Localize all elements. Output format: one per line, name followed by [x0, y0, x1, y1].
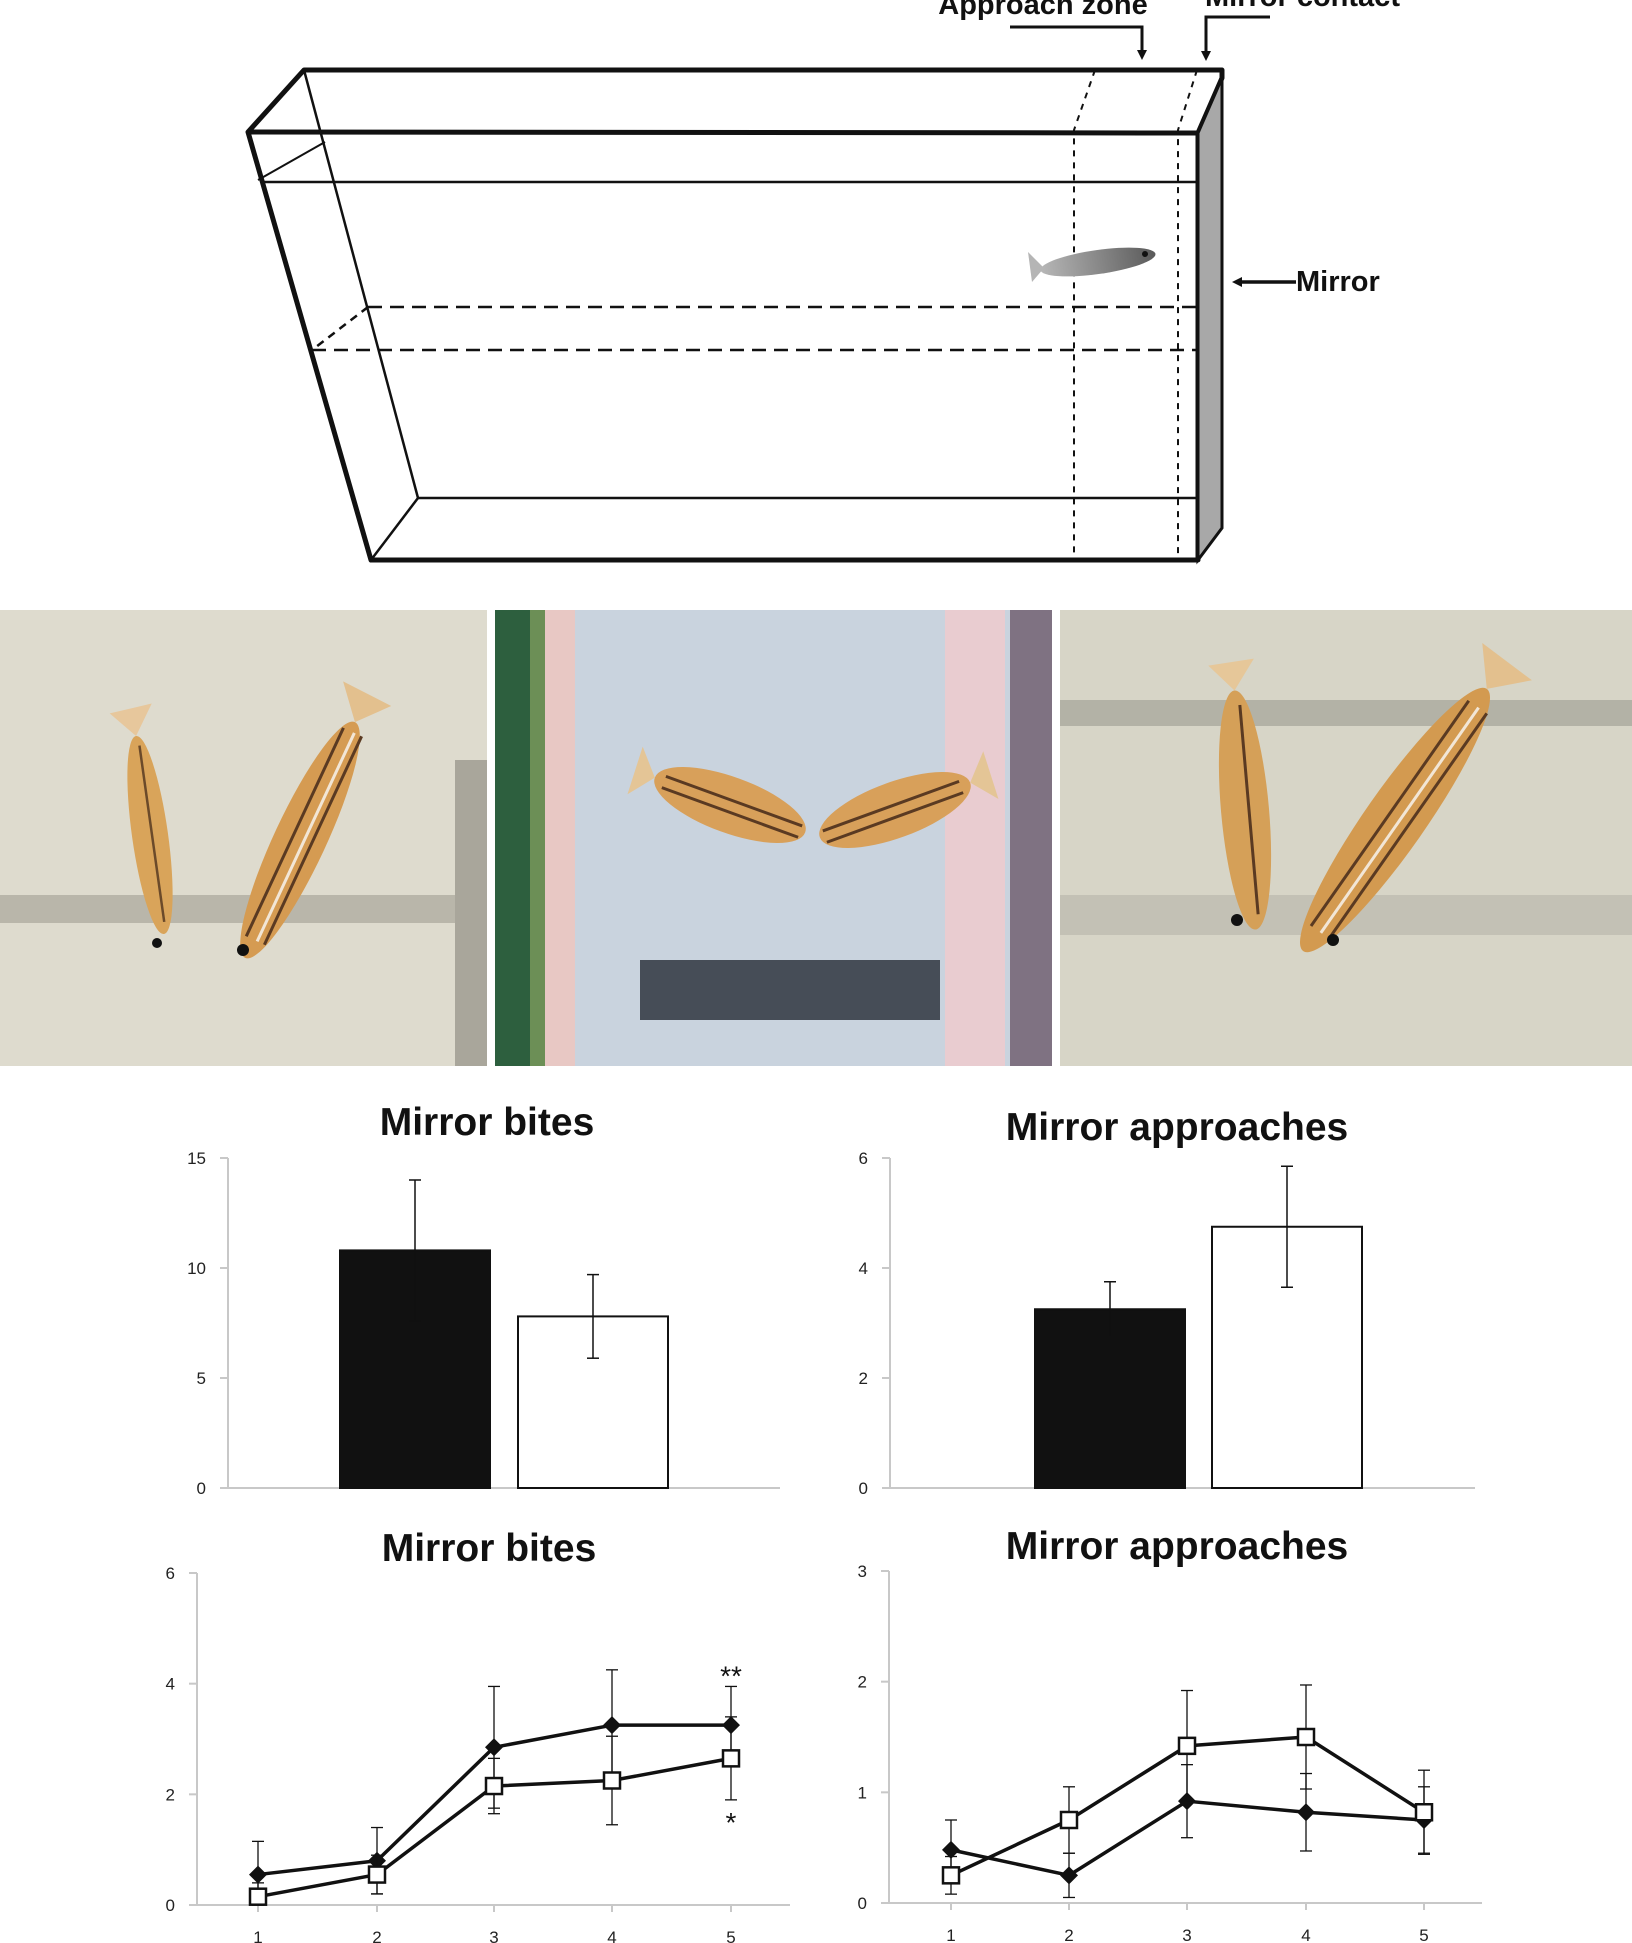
x-tick-label: 1	[253, 1928, 262, 1943]
x-tick-label: 4	[607, 1928, 616, 1943]
x-tick-label: 3	[489, 1928, 498, 1943]
fish-middle-1	[627, 746, 806, 843]
data-point	[603, 1716, 621, 1735]
data-point	[1177, 1736, 1197, 1756]
chart-title: Mirror bites	[380, 1101, 595, 1144]
fish-right-1	[1208, 658, 1272, 930]
x-tick-label: 4	[1301, 1926, 1310, 1943]
y-tick-label: 0	[859, 1479, 868, 1498]
y-tick-label: 3	[858, 1562, 867, 1581]
tank-diagram: Approach zone Mirror contact Mirror	[245, 0, 1400, 565]
data-point	[942, 1840, 960, 1859]
label-mirror-contact: Mirror contact	[1205, 0, 1400, 13]
data-point	[1296, 1727, 1316, 1747]
fish-right-2	[1299, 643, 1532, 953]
tank-inner-top-left	[257, 141, 326, 181]
fish-middle-2	[819, 751, 999, 848]
approach-zone-boundary	[1073, 69, 1096, 556]
y-tick-label: 6	[166, 1564, 175, 1583]
bar	[1034, 1308, 1186, 1489]
tank-front-top-edge	[247, 129, 1199, 136]
x-tick-label: 1	[946, 1926, 955, 1943]
zebrafish-in-tank	[1028, 247, 1156, 282]
bar-chart-mirror-approaches: Mirror approaches 0 2 4 6	[859, 1106, 1475, 1498]
photo-middle	[495, 610, 1052, 1066]
mirror-contact-boundary	[1177, 69, 1198, 556]
significance-annotation: **	[720, 1660, 742, 1691]
tank-back-left-edge	[302, 69, 420, 499]
x-tick-label: 5	[1419, 1926, 1428, 1943]
data-point	[721, 1749, 741, 1768]
y-tick-label: 0	[166, 1896, 175, 1915]
y-tick-label: 6	[859, 1149, 868, 1168]
y-tick-label: 4	[166, 1675, 175, 1694]
data-point	[1414, 1803, 1434, 1822]
data-point	[485, 1738, 503, 1757]
y-tick-label: 10	[187, 1259, 206, 1278]
data-point	[1059, 1810, 1079, 1830]
mirror-contact-arrow	[1201, 15, 1270, 61]
x-tick-label: 5	[726, 1928, 735, 1943]
data-point	[248, 1887, 268, 1906]
photo-left	[0, 610, 487, 1066]
data-point	[367, 1865, 387, 1884]
tank-bottom-depth-edge	[370, 497, 419, 561]
x-tick-label: 2	[372, 1928, 381, 1943]
y-tick-label: 2	[166, 1785, 175, 1804]
label-approach-zone: Approach zone	[938, 0, 1147, 21]
approach-zone-arrow	[1010, 25, 1147, 60]
data-point	[1297, 1803, 1315, 1822]
y-tick-label: 4	[859, 1259, 868, 1278]
label-mirror: Mirror	[1296, 266, 1380, 298]
bar	[517, 1315, 669, 1490]
data-point	[1060, 1866, 1078, 1885]
y-tick-label: 2	[858, 1673, 867, 1692]
tank-outline	[245, 67, 1225, 563]
y-tick-label: 1	[858, 1783, 867, 1802]
chart-title: Mirror approaches	[1006, 1525, 1348, 1568]
chart-title: Mirror bites	[382, 1527, 597, 1570]
fish-left-2	[240, 681, 392, 959]
fish-left-1	[109, 703, 173, 935]
data-point	[249, 1865, 267, 1884]
x-tick-label: 2	[1064, 1926, 1073, 1943]
line-chart-mirror-approaches: Mirror approaches 0 1 2 3 1 2 3 4 5	[858, 1525, 1482, 1943]
x-tick-label: 3	[1182, 1926, 1191, 1943]
data-point	[484, 1776, 504, 1796]
significance-annotation: *	[726, 1807, 737, 1838]
y-tick-label: 0	[197, 1479, 206, 1498]
data-point	[602, 1771, 622, 1790]
bar-chart-mirror-bites: Mirror bites 0 5 10 15	[187, 1101, 780, 1498]
mirror-panel	[1196, 77, 1224, 565]
dashed-zone-diagonal	[311, 306, 369, 351]
y-tick-label: 15	[187, 1149, 206, 1168]
data-point	[941, 1866, 961, 1885]
y-tick-label: 2	[859, 1369, 868, 1388]
y-tick-label: 5	[197, 1369, 206, 1388]
y-tick-label: 0	[858, 1894, 867, 1913]
chart-title: Mirror approaches	[1006, 1106, 1348, 1149]
photo-right	[1060, 610, 1632, 1066]
